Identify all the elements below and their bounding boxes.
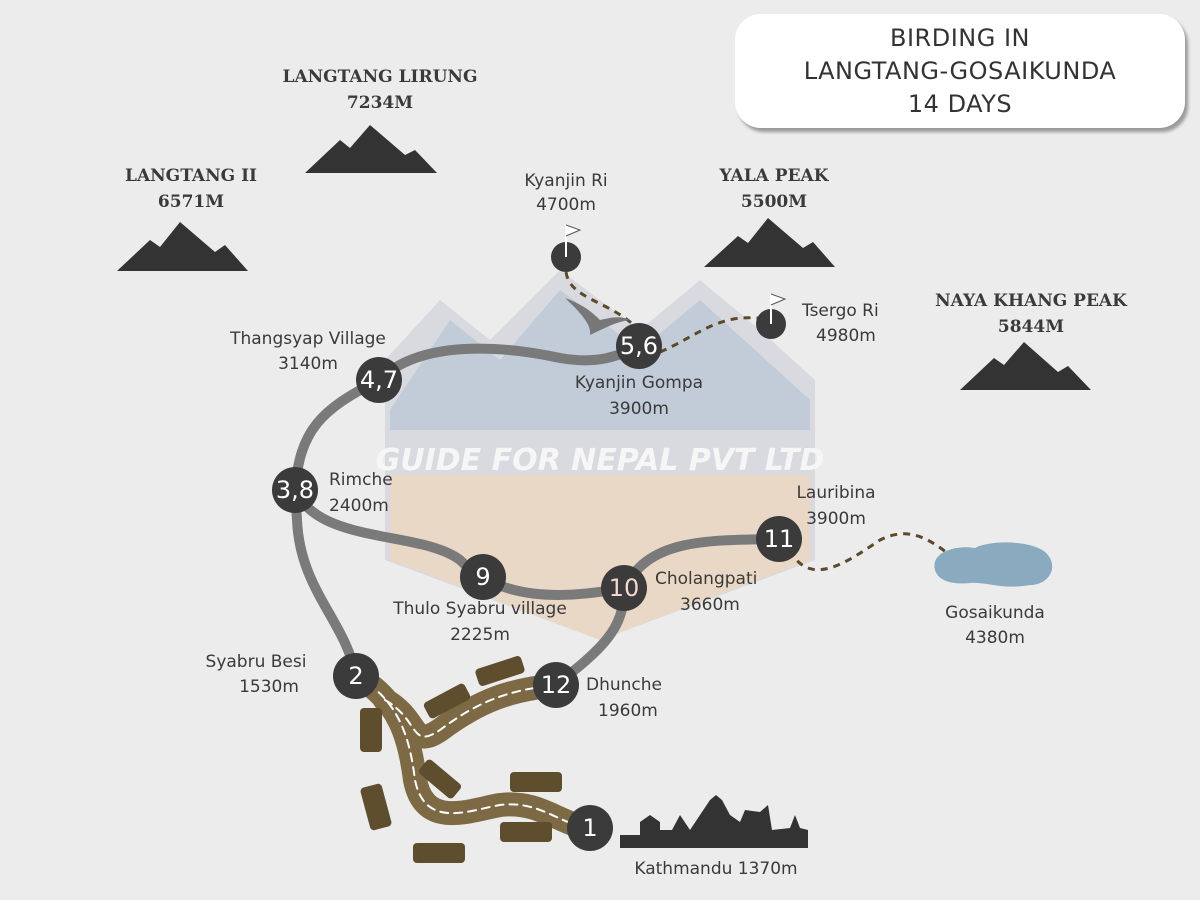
place-altitude: 1530m — [239, 677, 299, 697]
place-altitude: 3660m — [680, 595, 740, 615]
stop-node: 11 — [756, 516, 802, 562]
place-altitude: 4700m — [536, 195, 596, 215]
jeep-icon — [413, 843, 465, 863]
title-line: LANGTANG-GOSAIKUNDA — [803, 57, 1117, 85]
trail-segment — [374, 341, 644, 385]
svg-text:9: 9 — [475, 563, 490, 591]
place-name: Cholangpati — [655, 569, 757, 589]
mountain-icons — [117, 125, 1091, 390]
place-altitude: 2400m — [329, 496, 389, 516]
peak-altitude: 6571M — [158, 192, 224, 212]
watermark-logo: GUIDE FOR NEPAL PVT LTD — [376, 270, 825, 640]
svg-text:3,8: 3,8 — [276, 476, 314, 504]
jeep-icon — [360, 708, 382, 752]
gosaikunda-lake — [934, 542, 1053, 587]
svg-text:10: 10 — [609, 574, 640, 602]
jeep-icon — [500, 822, 552, 842]
place-name: Kyanjin Gompa — [575, 373, 703, 393]
place-altitude: 4380m — [965, 628, 1025, 648]
trail-segment — [290, 485, 629, 600]
mountain-icon-naya-khang — [960, 342, 1091, 390]
place-name: Gosaikunda — [945, 603, 1045, 623]
place-altitude: 1960m — [598, 701, 658, 721]
svg-text:4,7: 4,7 — [360, 366, 398, 394]
flag-tsergo-ri — [756, 293, 787, 339]
title-line: BIRDING IN — [890, 24, 1030, 52]
peak-name: NAYA KHANG PEAK — [935, 291, 1128, 311]
place-altitude: 2225m — [450, 625, 510, 645]
place-altitude: 3900m — [806, 509, 866, 529]
jeep-icon — [510, 772, 562, 792]
place-altitude: 3140m — [278, 354, 338, 374]
place-name: Lauribina — [796, 483, 875, 503]
side-trip-paths — [564, 271, 951, 572]
road — [344, 664, 602, 840]
place-name: Thangsyap Village — [229, 329, 386, 349]
stop-node: 3,8 — [272, 467, 318, 513]
stop-node: 12 — [533, 662, 579, 708]
watermark-text: GUIDE FOR NEPAL PVT LTD — [376, 443, 825, 478]
stop-node: 2 — [333, 653, 379, 699]
stop-node: 9 — [460, 554, 506, 600]
stop-node: 1 — [567, 805, 613, 851]
peak-altitude: 5844M — [998, 317, 1064, 337]
jeep-icon — [423, 683, 471, 719]
svg-text:11: 11 — [764, 525, 795, 553]
svg-text:5,6: 5,6 — [620, 332, 658, 360]
peak-altitude: 7234M — [347, 93, 413, 113]
bird-icon — [565, 298, 630, 335]
stop-node: 4,7 — [356, 357, 402, 403]
place-name: Kyanjin Ri — [524, 171, 607, 191]
mountain-icon-yala — [704, 218, 835, 267]
jeep-icons — [360, 656, 562, 863]
kathmandu-skyline-icon — [620, 795, 808, 848]
title-line: 14 DAYS — [907, 90, 1013, 118]
peak-name: LANGTANG LIRUNG — [282, 67, 477, 87]
mountain-icon-langtang-lirung — [305, 125, 437, 173]
place-name: Dhunche — [586, 675, 662, 695]
peak-altitude: 5500M — [741, 192, 807, 212]
stop-node: 5,6 — [616, 323, 662, 369]
peak-name: YALA PEAK — [718, 166, 829, 186]
svg-text:2: 2 — [348, 662, 363, 690]
mountain-icon-langtang-ii — [117, 222, 248, 271]
svg-text:1: 1 — [582, 814, 597, 842]
place-name: Syabru Besi — [206, 652, 307, 672]
peak-name: LANGTANG II — [125, 166, 257, 186]
place-altitude: 3900m — [609, 399, 669, 419]
place-name: Rimche — [329, 470, 393, 490]
place-name: Tsergo Ri — [801, 301, 879, 321]
jeep-icon — [475, 656, 525, 686]
jeep-icon — [360, 783, 392, 831]
place-name: Thulo Syabru village — [392, 599, 567, 619]
jeep-icon — [418, 759, 462, 799]
title-box: BIRDING IN LANGTANG-GOSAIKUNDA 14 DAYS — [735, 14, 1185, 128]
place-altitude: 4980m — [816, 326, 876, 346]
stop-node: 10 — [601, 565, 647, 611]
flag-kyanjin-ri — [551, 224, 582, 272]
place-name: Kathmandu 1370m — [634, 859, 797, 879]
svg-text:12: 12 — [541, 671, 572, 699]
